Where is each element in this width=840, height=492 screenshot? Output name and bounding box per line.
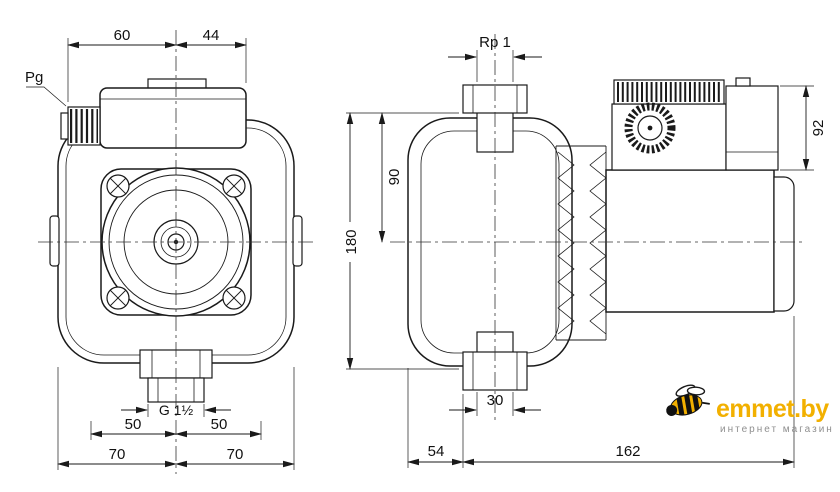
pg-leader-line	[26, 86, 67, 107]
dim-label-44: 44	[203, 27, 220, 44]
dim-180-backing	[340, 222, 358, 262]
front-view: 60 44 Pg G 1½ 50 50 70 70	[25, 27, 314, 474]
side-dimensions: Rp 1 90 180 92 30 54 162	[340, 34, 827, 468]
cable-gland	[60, 106, 101, 146]
vent-grille	[613, 79, 725, 105]
dim-label-90: 90	[386, 169, 403, 186]
dim-label-180: 180	[343, 229, 360, 254]
front-dimensions: 60 44 Pg G 1½ 50 50 70 70	[25, 27, 295, 470]
connector-housing	[725, 85, 779, 171]
dim-label-92: 92	[810, 120, 827, 137]
label-thread-g: G 1½	[159, 402, 194, 418]
dim-label-60: 60	[114, 27, 131, 44]
clamp-flange	[555, 145, 607, 341]
body-tab-left	[49, 215, 60, 267]
bee-icon	[666, 384, 710, 418]
brand-tagline: интернет магазин	[720, 424, 834, 435]
terminal-box-side	[611, 77, 779, 171]
dim-label-30: 30	[487, 392, 504, 409]
terminal-box-front	[99, 87, 247, 149]
motor-body	[605, 169, 775, 313]
mounting-screw	[106, 174, 130, 198]
dim-label-70-left: 70	[109, 446, 126, 463]
dim-label-54: 54	[428, 443, 445, 460]
label-pg: Pg	[25, 69, 43, 86]
box-top-tab	[735, 77, 751, 87]
dim-label-50-left: 50	[125, 416, 142, 433]
dim-label-162: 162	[615, 443, 640, 460]
motor-end-cap	[773, 176, 795, 312]
label-thread-rp: Rp 1	[479, 34, 511, 51]
side-view: Rp 1 90 180 92 30 54 162	[340, 34, 827, 468]
brand-name: emmet.by	[716, 395, 829, 423]
logo: emmet.by интернет магазин	[666, 384, 834, 435]
dim-label-50-right: 50	[211, 416, 228, 433]
dim-label-70-right: 70	[227, 446, 244, 463]
mounting-screw	[222, 286, 246, 310]
body-tab-right	[292, 215, 303, 267]
mounting-screw	[222, 174, 246, 198]
speed-selector-knob	[624, 102, 676, 154]
mounting-screw	[106, 286, 130, 310]
